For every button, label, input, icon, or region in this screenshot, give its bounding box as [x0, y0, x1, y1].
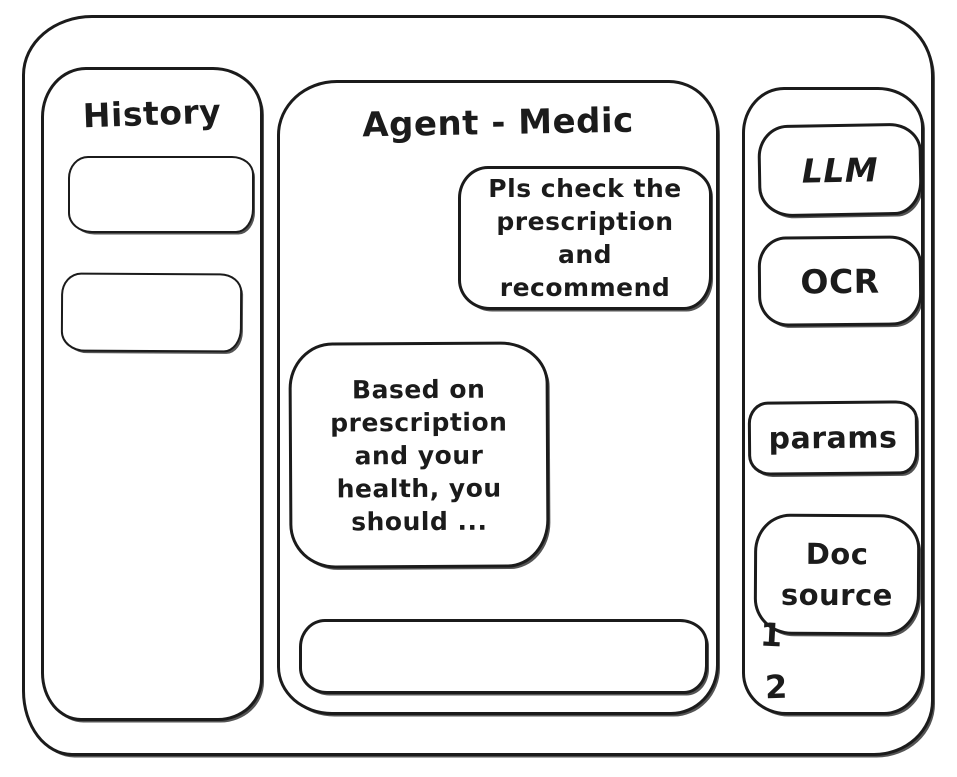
app-window: History Agent - Medic Pls check the pres…	[22, 15, 934, 756]
history-title: History	[82, 91, 222, 136]
agent-message-text: Based on prescription and your health, y…	[330, 374, 508, 536]
history-panel: History	[41, 67, 263, 721]
doc-source-item-2[interactable]: 2	[764, 667, 789, 707]
user-message-bubble: Pls check the prescription and recommend	[458, 166, 712, 310]
chat-input[interactable]	[299, 619, 708, 694]
ocr-button[interactable]: OCR	[757, 235, 923, 327]
chat-panel: Agent - Medic Pls check the prescription…	[277, 80, 719, 715]
tools-panel: LLM OCR params Doc source 1 2	[742, 87, 924, 715]
params-button[interactable]: params	[747, 400, 919, 476]
user-message-text: Pls check the prescription and recommend	[488, 174, 682, 302]
chat-title: Agent - Medic	[361, 100, 635, 146]
doc-source-item-1[interactable]: 1	[759, 615, 784, 655]
history-item[interactable]	[68, 156, 254, 233]
history-item[interactable]	[60, 272, 243, 353]
agent-message-bubble: Based on prescription and your health, y…	[288, 341, 550, 569]
llm-button[interactable]: LLM	[757, 122, 923, 218]
